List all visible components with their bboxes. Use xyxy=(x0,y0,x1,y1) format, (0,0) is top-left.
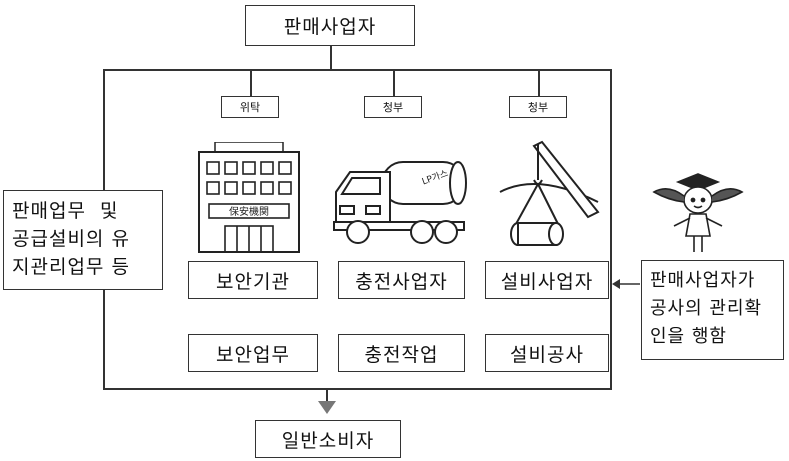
connector-bottom-bar xyxy=(103,388,612,390)
seller-box: 판매사업자 xyxy=(245,5,415,46)
security-work-box: 보안업무 xyxy=(188,334,318,372)
consumer-box: 일반소비자 xyxy=(255,420,401,458)
left-note-line-3: 지관리업무 등 xyxy=(12,256,130,278)
right-note-line-1: 판매사업자가 xyxy=(650,270,756,291)
right-note-line-2: 공사의 관리확 xyxy=(650,298,763,319)
connector-col3-stem xyxy=(538,69,540,96)
graduate-girl-icon xyxy=(652,173,744,252)
left-note-line-2: 공급설비의 유 xyxy=(12,228,130,250)
left-note-box: 판매업무 및 공급설비의 유 지관리업무 등 xyxy=(3,190,163,290)
down-arrow-icon xyxy=(318,401,336,414)
right-note-box: 판매사업자가 공사의 관리확 인을 행함 xyxy=(641,260,784,360)
tag-contract-1: 청부 xyxy=(364,96,422,118)
tag-consign: 위탁 xyxy=(221,96,279,118)
right-note-line-3: 인을 행함 xyxy=(650,326,727,347)
connector-col2-stem xyxy=(393,69,395,96)
connector-top-bar xyxy=(103,69,612,71)
connector-bottom-stem xyxy=(326,388,328,404)
left-note-line-1: 판매업무 및 xyxy=(12,200,119,222)
facility-business-box: 설비사업자 xyxy=(485,261,609,299)
tanker-truck-icon: LP가스 xyxy=(333,161,467,244)
building-icon: 保安機関 xyxy=(198,142,300,253)
facility-construction-box: 설비공사 xyxy=(485,334,609,372)
left-arrow-icon xyxy=(612,279,640,289)
connector-col1-stem xyxy=(250,69,252,96)
security-agency-box: 보안기관 xyxy=(188,261,318,299)
filling-work-box: 충전작업 xyxy=(338,334,465,372)
building-sign-text: 保安機関 xyxy=(229,205,269,218)
crane-icon xyxy=(499,140,600,246)
tag-contract-2: 청부 xyxy=(509,96,567,118)
connector-right-vertical xyxy=(610,69,612,389)
connector-top-stem xyxy=(330,45,332,70)
filling-business-box: 충전사업자 xyxy=(338,261,465,299)
